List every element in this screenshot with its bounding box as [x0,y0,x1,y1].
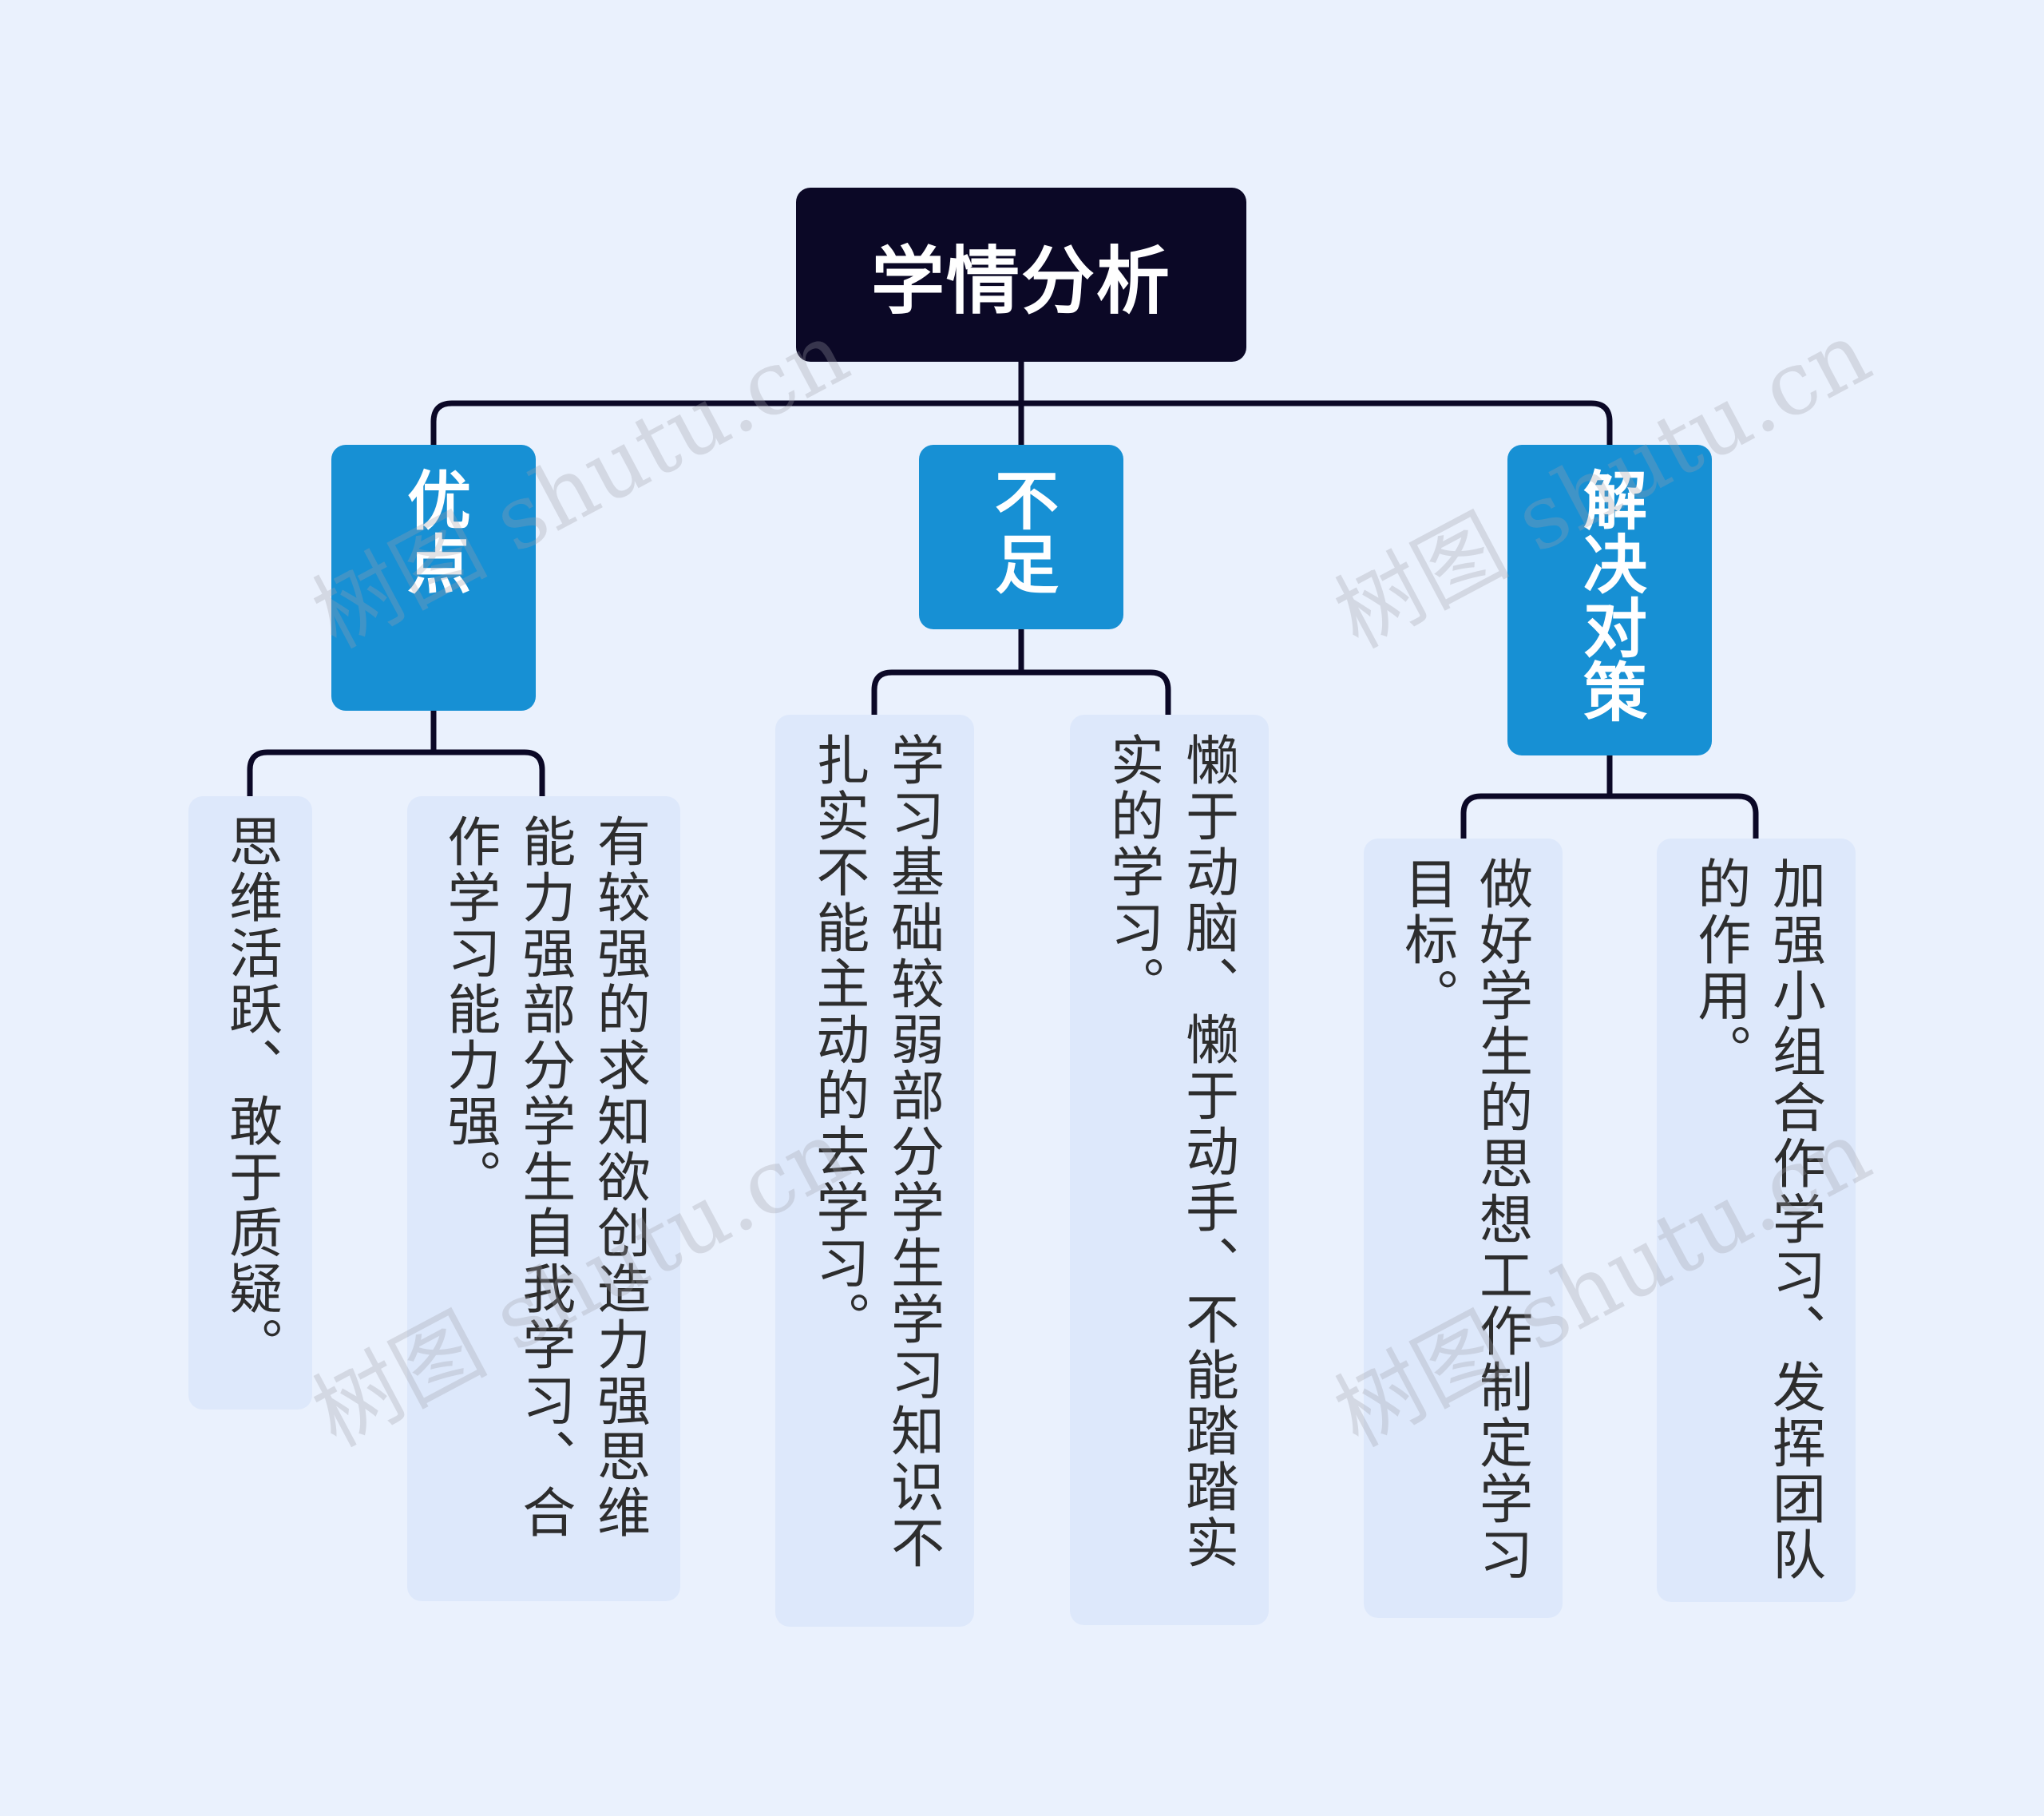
leaf-text-solution-2: 加强小组合作学习、发挥团队的作用。 [1689,856,1826,1583]
connector-cat1-right [430,749,545,799]
leaf-text-strength-2: 有较强的求知欲创造力强思维能力强部分学生自我学习、合作学习能力强。 [438,814,651,1540]
leaf-node-solution-1[interactable]: 做好学生的思想工作制定学习目标。 [1364,839,1563,1618]
category-label-strengths: 优点 [397,467,471,595]
category-label-solutions: 解决对策 [1573,467,1647,723]
leaf-node-strength-1[interactable]: 思维活跃、敢于质疑。 [188,796,312,1410]
leaf-text-weakness-2: 懒于动脑、懒于动手、不能踏踏实实的学习。 [1102,732,1239,1571]
connector-root-right [1018,400,1613,448]
category-label-weaknesses: 不足 [984,467,1059,595]
category-node-weaknesses[interactable]: 不足 [919,445,1123,629]
category-node-solutions[interactable]: 解决对策 [1507,445,1712,755]
root-title: 学情分析 [870,238,1171,324]
leaf-node-solution-2[interactable]: 加强小组合作学习、发挥团队的作用。 [1657,839,1856,1602]
leaf-node-strength-2[interactable]: 有较强的求知欲创造力强思维能力强部分学生自我学习、合作学习能力强。 [407,796,680,1601]
leaf-node-weakness-2[interactable]: 懒于动脑、懒于动手、不能踏踏实实的学习。 [1070,715,1269,1625]
root-node[interactable]: 学情分析 [796,188,1246,362]
connector-cat3-right [1606,793,1759,842]
category-node-strengths[interactable]: 优点 [331,445,536,711]
connector-root-left [430,400,1024,448]
leaf-text-solution-1: 做好学生的思想工作制定学习目标。 [1396,856,1533,1583]
connector-cat2-left [871,669,1024,718]
connector-cat2-right [1018,669,1171,718]
connector-cat1-left [247,749,437,799]
leaf-text-weakness-1: 学习基础较弱部分学生学习知识不扎实不能主动的去学习。 [807,732,945,1571]
leaf-node-weakness-1[interactable]: 学习基础较弱部分学生学习知识不扎实不能主动的去学习。 [775,715,974,1627]
leaf-text-strength-1: 思维活跃、敢于质疑。 [220,814,283,1373]
connector-cat3-left [1460,793,1613,842]
